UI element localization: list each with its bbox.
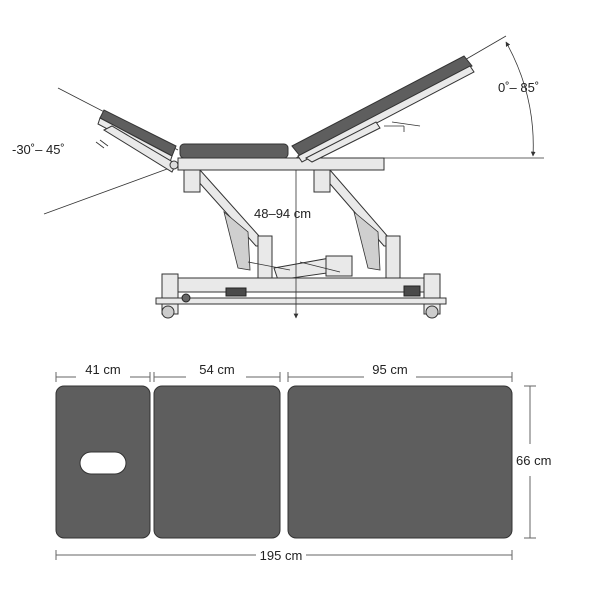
headrest-section <box>95 109 179 173</box>
control-box <box>225 287 247 297</box>
backrest-angle-arc <box>505 41 536 157</box>
lift-mechanism <box>183 169 401 281</box>
backrest-pad <box>291 55 473 157</box>
height-label: 48–94 cm <box>254 206 311 221</box>
seat-pad <box>179 143 289 159</box>
seat-width-label: 54 cm <box>199 362 234 377</box>
dimension-95 <box>287 372 513 382</box>
main-frame <box>177 157 385 171</box>
top-view: 41 cm 54 cm 95 cm 66 cm 195 cm <box>55 362 551 563</box>
total-length-dimension-line <box>55 550 513 560</box>
total-length-label: 195 cm <box>260 548 303 563</box>
width-dimension-line <box>524 385 536 539</box>
backrest-width-label: 95 cm <box>372 362 407 377</box>
dimension-41 <box>55 372 151 382</box>
headrest-width-label: 41 cm <box>85 362 120 377</box>
side-view: -30˚– 45˚ 0˚– 85˚ 48–94 cm <box>12 35 544 319</box>
backrest-section <box>291 55 475 163</box>
headrest-angle-label: -30˚– 45˚ <box>12 142 65 157</box>
right-caster-wheel <box>425 305 439 319</box>
headrest-lower-angle-line <box>43 164 179 215</box>
backrest-support <box>305 121 381 163</box>
backrest-top-pad <box>287 385 513 539</box>
base-rail <box>161 277 439 293</box>
seat-top-pad <box>153 385 281 539</box>
left-caster-wheel <box>161 305 175 319</box>
backrest-angle-label: 0˚– 85˚ <box>498 80 539 95</box>
base-frame <box>155 273 447 319</box>
face-hole <box>79 451 127 475</box>
width-label: 66 cm <box>516 453 551 468</box>
dimension-54 <box>153 372 281 382</box>
